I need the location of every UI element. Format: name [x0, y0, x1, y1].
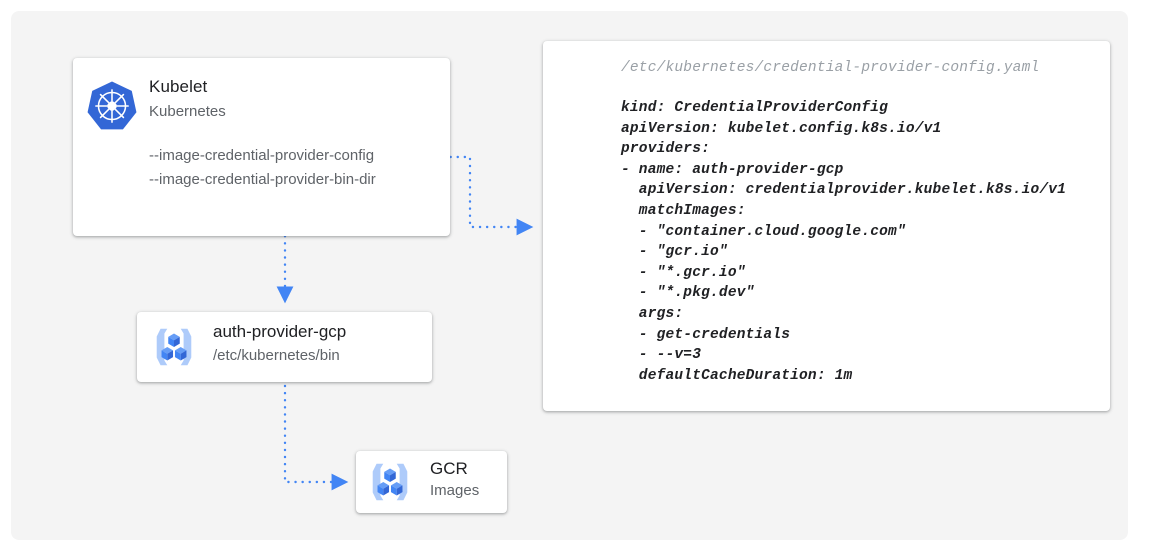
gcr-card[interactable]: GCR Images	[356, 451, 507, 513]
kubelet-card[interactable]: Kubelet Kubernetes --image-credential-pr…	[73, 58, 450, 236]
auth-provider-gcp-card[interactable]: auth-provider-gcp /etc/kubernetes/bin	[137, 312, 432, 382]
container-registry-icon	[372, 463, 408, 501]
credential-provider-config-card[interactable]: /etc/kubernetes/credential-provider-conf…	[543, 41, 1110, 411]
gcr-subtitle: Images	[430, 482, 480, 499]
kubelet-flag-config: --image-credential-provider-config	[149, 147, 375, 164]
kubelet-title: Kubelet	[149, 77, 208, 96]
kubernetes-logo-icon	[87, 81, 137, 130]
kubelet-subtitle: Kubernetes	[149, 103, 226, 120]
auth-provider-title: auth-provider-gcp	[213, 322, 347, 341]
container-registry-icon	[156, 328, 192, 366]
yaml-filename: /etc/kubernetes/credential-provider-conf…	[621, 60, 1040, 76]
yaml-content: kind: CredentialProviderConfig apiVersio…	[621, 100, 1067, 384]
gcr-title: GCR	[430, 459, 468, 478]
kubelet-flag-bin-dir: --image-credential-provider-bin-dir	[149, 171, 376, 188]
auth-provider-subtitle: /etc/kubernetes/bin	[213, 347, 340, 364]
